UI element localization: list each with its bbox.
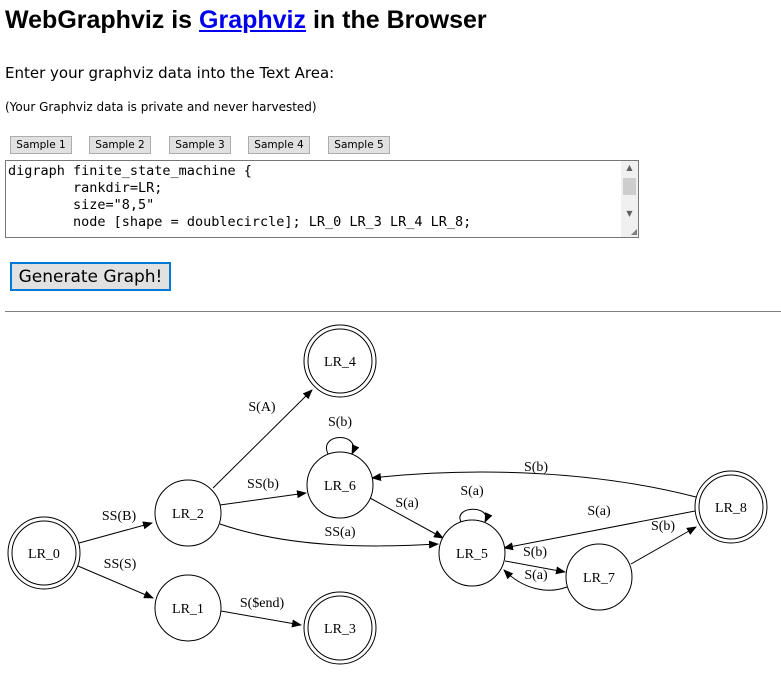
node-lr6: LR_6 bbox=[306, 451, 374, 519]
sample-3-button[interactable]: Sample 3 bbox=[169, 136, 231, 154]
node-label: LR_4 bbox=[324, 355, 356, 370]
node-label: LR_1 bbox=[172, 602, 204, 617]
edge-line bbox=[630, 526, 697, 565]
edge-label: S(b) bbox=[328, 415, 352, 430]
edge-lr6-lr5: S(a) bbox=[369, 496, 444, 539]
edge-line bbox=[503, 510, 696, 551]
edge-lr1-lr3: S($end) bbox=[220, 596, 302, 628]
scroll-thumb[interactable] bbox=[623, 178, 636, 195]
edge-label: S(a) bbox=[460, 484, 484, 499]
graphviz-text-area[interactable]: digraph finite_state_machine { rankdir=L… bbox=[5, 160, 639, 238]
sample-1-button[interactable]: Sample 1 bbox=[10, 136, 72, 154]
instruction-text: Enter your graphviz data into the Text A… bbox=[5, 64, 335, 82]
edge-label: S(a) bbox=[524, 568, 548, 583]
edge-label: S(b) bbox=[651, 519, 675, 534]
edge-line bbox=[503, 569, 568, 591]
edge-line bbox=[371, 471, 697, 498]
edge-lr0-lr1: SS(S) bbox=[77, 557, 154, 599]
node-circle bbox=[7, 516, 81, 590]
node-lr2: LR_2 bbox=[154, 479, 222, 547]
edge-line bbox=[78, 521, 153, 544]
editor-scrollbar[interactable]: ▲ ▼ bbox=[621, 161, 638, 237]
graphviz-link[interactable]: Graphviz bbox=[199, 6, 307, 34]
title-suffix: in the Browser bbox=[306, 6, 487, 34]
edge-lr7-lr5: S(a) bbox=[503, 568, 568, 591]
edge-label: SS(B) bbox=[102, 509, 137, 524]
node-lr7: LR_7 bbox=[565, 543, 633, 611]
sample-4-button[interactable]: Sample 4 bbox=[248, 136, 310, 154]
node-inner-circle bbox=[307, 328, 373, 394]
node-label: LR_8 bbox=[715, 501, 747, 516]
edge-line bbox=[459, 508, 493, 523]
node-label: LR_7 bbox=[583, 571, 615, 586]
node-circle bbox=[306, 451, 374, 519]
edge-lr6-lr6: S(b) bbox=[326, 415, 360, 455]
node-circle bbox=[303, 324, 377, 398]
edge-label: SS(S) bbox=[104, 557, 137, 572]
resize-grip-icon[interactable]: ◢ bbox=[630, 227, 637, 236]
node-label: LR_3 bbox=[324, 622, 356, 637]
generate-graph-button[interactable]: Generate Graph! bbox=[10, 262, 171, 291]
edge-label: S($end) bbox=[240, 596, 285, 611]
page-title: WebGraphviz is Graphviz in the Browser bbox=[5, 6, 487, 35]
edge-line bbox=[326, 437, 360, 455]
edge-line bbox=[212, 389, 313, 489]
edge-lr8-lr6: S(b) bbox=[371, 460, 697, 498]
edge-label: SS(a) bbox=[324, 525, 355, 540]
node-lr5: LR_5 bbox=[438, 519, 506, 587]
edge-label: S(a) bbox=[395, 496, 419, 511]
edge-label: SS(b) bbox=[247, 477, 279, 492]
node-lr4: LR_4 bbox=[303, 324, 377, 398]
sample-2-button[interactable]: Sample 2 bbox=[89, 136, 151, 154]
node-label: LR_0 bbox=[28, 547, 60, 562]
node-lr1: LR_1 bbox=[154, 574, 222, 642]
edge-line bbox=[220, 610, 302, 628]
node-inner-circle bbox=[698, 474, 764, 540]
node-inner-circle bbox=[307, 595, 373, 661]
edge-lr2-lr5: SS(a) bbox=[219, 523, 439, 549]
edge-lr7-lr8: S(b) bbox=[630, 519, 697, 565]
scroll-up-icon[interactable]: ▲ bbox=[626, 163, 633, 172]
sample-5-button[interactable]: Sample 5 bbox=[328, 136, 390, 154]
node-lr8: LR_8 bbox=[694, 470, 768, 544]
title-prefix: WebGraphviz is bbox=[5, 6, 200, 34]
node-circle bbox=[565, 543, 633, 611]
edge-lr2-lr6: SS(b) bbox=[219, 477, 307, 506]
privacy-note: (Your Graphviz data is private and never… bbox=[5, 100, 317, 114]
edge-label: S(A) bbox=[248, 400, 276, 415]
node-circle bbox=[694, 470, 768, 544]
edge-lr0-lr2: SS(B) bbox=[78, 509, 153, 544]
node-inner-circle bbox=[11, 520, 77, 586]
edge-lr5-lr7: S(b) bbox=[504, 545, 566, 575]
node-label: LR_5 bbox=[456, 547, 488, 562]
edge-line bbox=[219, 523, 439, 549]
edge-label: S(b) bbox=[524, 460, 548, 475]
scroll-down-icon[interactable]: ▼ bbox=[626, 209, 633, 218]
node-lr3: LR_3 bbox=[303, 591, 377, 665]
edge-line bbox=[77, 565, 154, 599]
node-lr0: LR_0 bbox=[7, 516, 81, 590]
node-label: LR_6 bbox=[324, 479, 356, 494]
divider bbox=[5, 311, 781, 312]
node-circle bbox=[154, 479, 222, 547]
node-label: LR_2 bbox=[172, 507, 204, 522]
node-circle bbox=[154, 574, 222, 642]
edge-lr2-lr4: S(A) bbox=[212, 389, 313, 489]
graphviz-source-text[interactable]: digraph finite_state_machine { rankdir=L… bbox=[8, 163, 472, 230]
edge-lr8-lr5: S(a) bbox=[503, 504, 696, 551]
edge-lr5-lr5: S(a) bbox=[459, 484, 493, 523]
edge-line bbox=[504, 560, 566, 575]
edge-line bbox=[219, 490, 307, 506]
edge-label: S(b) bbox=[523, 545, 547, 560]
node-circle bbox=[438, 519, 506, 587]
node-circle bbox=[303, 591, 377, 665]
edge-label: S(a) bbox=[587, 504, 611, 519]
edge-line bbox=[369, 497, 444, 539]
